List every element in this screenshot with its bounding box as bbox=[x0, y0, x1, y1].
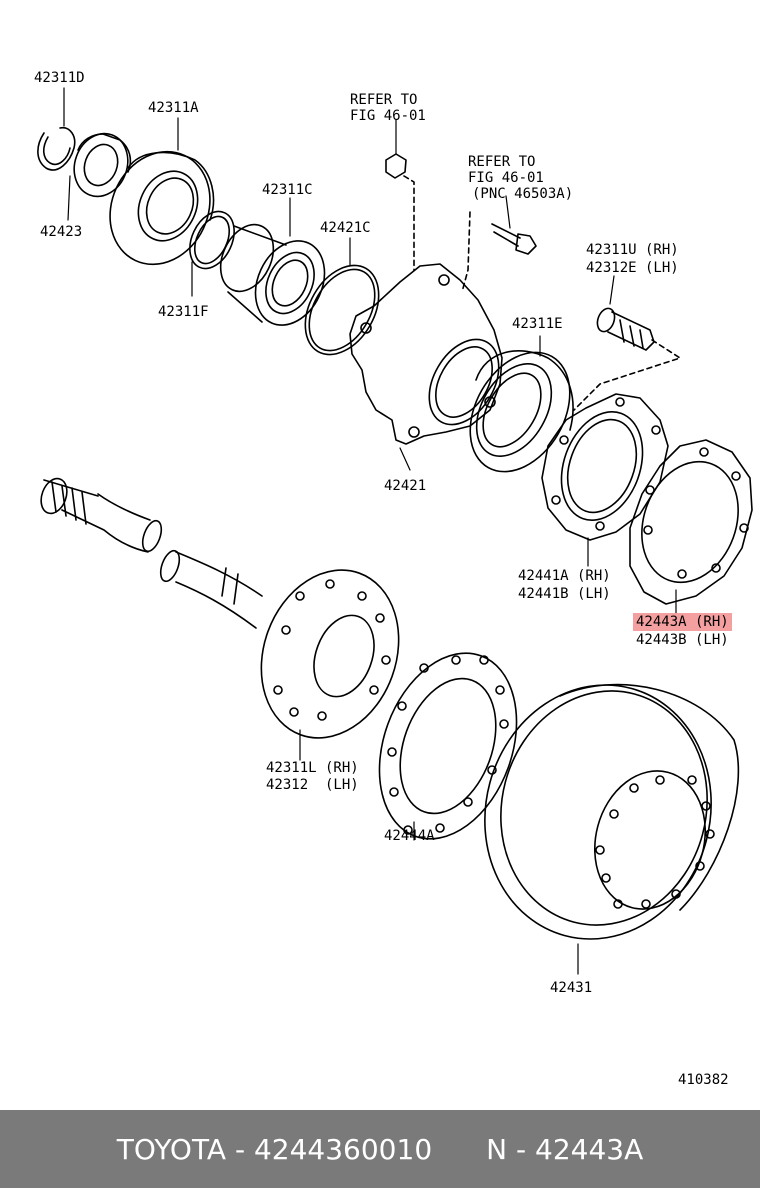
label-42423: 42423 bbox=[40, 224, 83, 240]
label-42441b: 42441B (LH) bbox=[518, 586, 611, 602]
nut-reference bbox=[385, 119, 415, 271]
axle-flange-42311l bbox=[260, 569, 400, 761]
label-refer-2-line3: (PNC 46503A) bbox=[472, 186, 574, 202]
gasket-42444a bbox=[378, 652, 518, 841]
label-42311c: 42311C bbox=[262, 182, 313, 198]
gasket-42443a bbox=[629, 439, 753, 615]
footer-space-2 bbox=[507, 1133, 516, 1166]
snap-ring-42311d bbox=[37, 87, 76, 171]
label-refer-1-line1: REFER TO bbox=[350, 92, 418, 108]
label-42312: 42312 (LH) bbox=[266, 777, 359, 793]
label-42311d: 42311D bbox=[34, 70, 85, 86]
bolt-reference bbox=[461, 195, 537, 293]
figure-number: 410382 bbox=[678, 1072, 729, 1088]
label-42311l: 42311L (RH) bbox=[266, 760, 359, 776]
footer-part-number: 4244360010 bbox=[253, 1132, 433, 1166]
hub-bolt-42311u bbox=[573, 275, 681, 411]
highlight-marker: 42443A (RH) bbox=[633, 613, 732, 631]
oil-seal-42311e bbox=[469, 335, 574, 473]
label-42443a-highlighted: 42443A (RH) bbox=[633, 613, 732, 631]
inner-race-42423 bbox=[67, 132, 132, 221]
label-42311a: 42311A bbox=[148, 100, 199, 116]
label-42421: 42421 bbox=[384, 478, 427, 494]
label-42431: 42431 bbox=[550, 980, 593, 996]
footer-separator-2: - bbox=[516, 1132, 527, 1166]
footer-space-3 bbox=[526, 1133, 535, 1166]
footer-sep-1 bbox=[226, 1133, 235, 1166]
label-42443b: 42443B (LH) bbox=[636, 632, 729, 648]
footer-brand: TOYOTA bbox=[116, 1132, 227, 1166]
brake-drum-42431 bbox=[484, 683, 740, 975]
label-42312e: 42312E (LH) bbox=[586, 260, 679, 276]
label-refer-2-line2: FIG 46-01 bbox=[468, 170, 544, 186]
retainer-plate-42441a bbox=[541, 393, 669, 567]
oil-seal-42311a bbox=[109, 117, 215, 266]
bearing-42311c bbox=[219, 197, 326, 326]
label-42421c: 42421C bbox=[320, 220, 371, 236]
exploded-parts-diagram bbox=[37, 87, 753, 975]
footer-space-1 bbox=[245, 1133, 254, 1166]
label-42311e: 42311E bbox=[512, 316, 563, 332]
axle-shaft bbox=[40, 477, 263, 629]
footer-ref-code: 42443A bbox=[535, 1132, 644, 1166]
label-42311f: 42311F bbox=[158, 304, 209, 320]
footer-ref-prefix: N bbox=[486, 1132, 508, 1166]
footer-separator-1: - bbox=[234, 1132, 246, 1166]
label-42444a: 42444A bbox=[384, 828, 435, 844]
label-refer-1-line2: FIG 46-01 bbox=[350, 108, 426, 124]
label-42441a: 42441A (RH) bbox=[518, 568, 611, 584]
label-refer-2-line1: REFER TO bbox=[468, 154, 536, 170]
footer-bar: TOYOTA - 4244360010 N - 42443A bbox=[0, 1110, 760, 1188]
o-ring-42311f bbox=[189, 210, 235, 297]
label-42311u: 42311U (RH) bbox=[586, 242, 679, 258]
